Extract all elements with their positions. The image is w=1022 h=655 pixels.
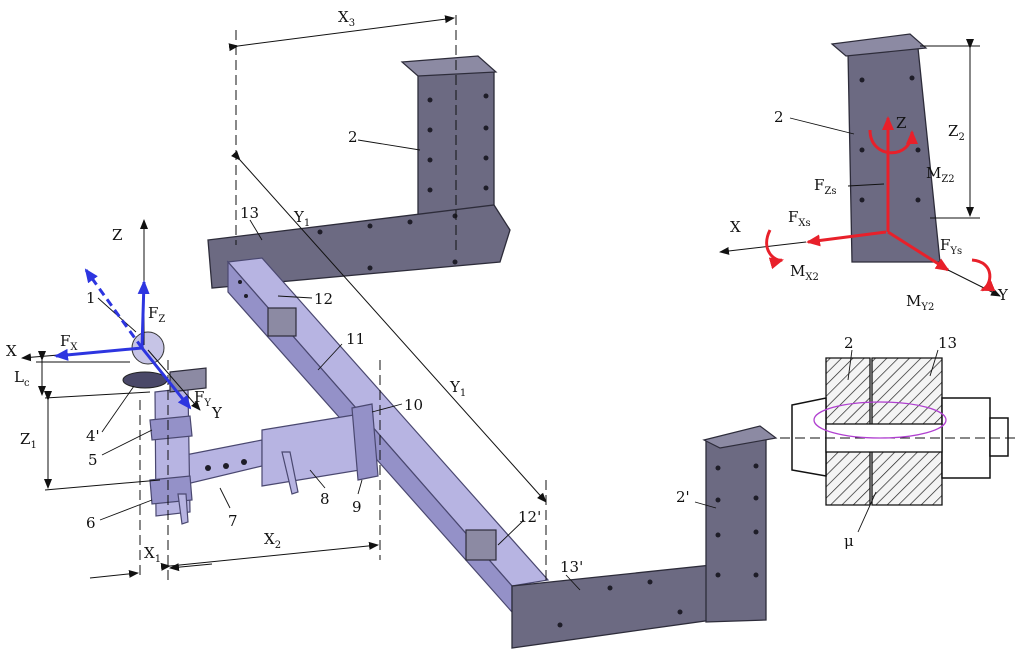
label-part-12-prime: 12' <box>518 508 541 526</box>
detail-label-fxs: FXs <box>788 208 811 229</box>
label-x3: X3 <box>338 8 355 29</box>
detail-label-fys: FYs <box>940 236 962 257</box>
label-part-11: 11 <box>346 330 365 348</box>
bolt-label-mu: μ <box>844 532 854 550</box>
detail-bracket-forces <box>719 33 1001 297</box>
label-y1-top: Y1 <box>293 208 310 229</box>
label-fx: FX <box>60 332 78 353</box>
bracket-2-prime <box>511 425 778 649</box>
label-part-1: 1 <box>86 289 96 307</box>
label-fy: FY <box>194 388 211 409</box>
bolt-label-part-2: 2 <box>844 334 854 352</box>
label-x-axis: X <box>6 342 17 360</box>
label-part-13-prime: 13' <box>560 558 583 576</box>
bolt-joint-section <box>780 349 1016 533</box>
label-y1-mid: Y1 <box>449 378 466 399</box>
label-x1: X1 <box>144 544 161 565</box>
detail-label-my2: MY2 <box>906 292 934 313</box>
label-part-2-prime: 2' <box>676 488 690 506</box>
blue-force-arrows <box>54 268 192 410</box>
detail-label-mz2: MZ2 <box>926 164 955 185</box>
label-y-axis: Y <box>211 404 223 422</box>
label-z1: Z1 <box>20 430 37 451</box>
label-part-5: 5 <box>88 451 98 469</box>
label-part-13: 13 <box>240 204 259 222</box>
detail-label-part-2: 2 <box>774 108 784 126</box>
label-part-4-prime: 4' <box>86 427 100 445</box>
label-x2: X2 <box>264 530 281 551</box>
label-part-8: 8 <box>320 490 330 508</box>
label-part-12: 12 <box>314 290 333 308</box>
detail-label-z: Z <box>896 114 906 132</box>
label-part-6: 6 <box>86 514 96 532</box>
dimension-lines <box>21 15 717 591</box>
label-part-7: 7 <box>228 512 238 530</box>
label-part-2: 2 <box>348 128 358 146</box>
label-z-axis: Z <box>112 226 122 244</box>
text-labels: X3 2 13 Y1 12 11 Y1 10 12' 2' 13' 9 8 7 … <box>6 8 1009 576</box>
label-fz: FZ <box>148 304 165 325</box>
detail-label-mx2: MX2 <box>790 262 819 283</box>
detail-label-fzs: FZs <box>814 176 837 197</box>
label-part-10: 10 <box>404 396 423 414</box>
label-part-9: 9 <box>352 498 362 516</box>
bracket-2-top <box>207 55 511 289</box>
ball-post-5-6 <box>122 331 207 525</box>
detail-label-z2: Z2 <box>948 122 965 143</box>
bolt-label-part-13: 13 <box>938 334 957 352</box>
label-lc: Lc <box>14 368 30 389</box>
detail-label-y: Y <box>997 286 1009 304</box>
detail-label-x: X <box>730 218 741 236</box>
drawbar-7-8 <box>169 403 379 495</box>
